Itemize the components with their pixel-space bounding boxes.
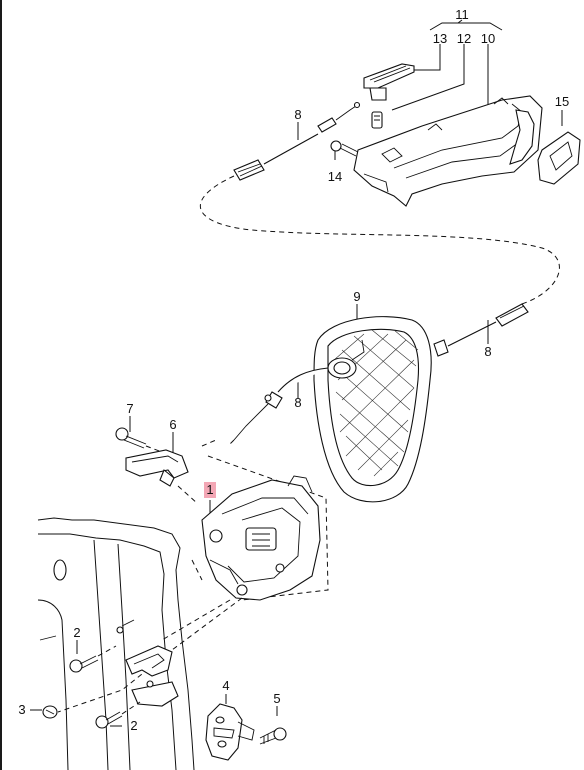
callout-12[interactable]: 12 — [456, 31, 472, 46]
part-12-plug — [371, 111, 383, 129]
part-1-door-lock — [201, 475, 321, 601]
part-5-screw — [259, 727, 287, 745]
callout-14[interactable]: 14 — [327, 169, 343, 184]
callout-10[interactable]: 10 — [480, 31, 496, 46]
door-panel-outline — [37, 517, 195, 770]
callout-11-bracket — [429, 19, 503, 31]
part-2-screw-upper — [69, 619, 135, 673]
callout-2-upper[interactable]: 2 — [73, 625, 81, 640]
cable-route-dashed — [199, 175, 560, 305]
callout-9[interactable]: 9 — [353, 289, 361, 304]
callout-13[interactable]: 13 — [432, 31, 448, 46]
part-7-screw — [115, 427, 163, 453]
callout-3[interactable]: 3 — [18, 702, 26, 717]
part-3-clip — [42, 705, 58, 719]
callout-7[interactable]: 7 — [126, 401, 134, 416]
callout-6[interactable]: 6 — [169, 417, 177, 432]
callout-2-lower[interactable]: 2 — [130, 718, 138, 733]
part-8-lower-cable — [227, 367, 329, 447]
leader-12 — [391, 44, 465, 111]
lock-to-door-dashed-2 — [161, 599, 231, 641]
callout-1[interactable]: 1 — [204, 482, 216, 498]
part-4-striker-plate — [205, 703, 255, 761]
part-6-bracket — [125, 449, 189, 487]
part-2-screw-lower — [95, 701, 141, 729]
callout-15[interactable]: 15 — [554, 94, 570, 109]
part-13-trim-cap — [363, 63, 415, 101]
part-10-handle-housing — [353, 95, 543, 207]
part-8-upper-cable — [233, 101, 361, 181]
callout-8-right[interactable]: 8 — [484, 344, 492, 359]
part-14-screw — [330, 140, 359, 157]
part-9-handle-bowl — [313, 316, 432, 503]
part-15-cover — [537, 131, 581, 185]
callout-8-upper[interactable]: 8 — [294, 107, 302, 122]
part-8-right-cable — [433, 303, 529, 357]
lock-outline-dashed — [177, 439, 329, 601]
leader-13 — [412, 44, 441, 71]
callout-4[interactable]: 4 — [222, 678, 230, 693]
callout-8-lower[interactable]: 8 — [294, 395, 302, 410]
callout-5[interactable]: 5 — [273, 691, 281, 706]
callout-11[interactable]: 11 — [455, 7, 469, 22]
